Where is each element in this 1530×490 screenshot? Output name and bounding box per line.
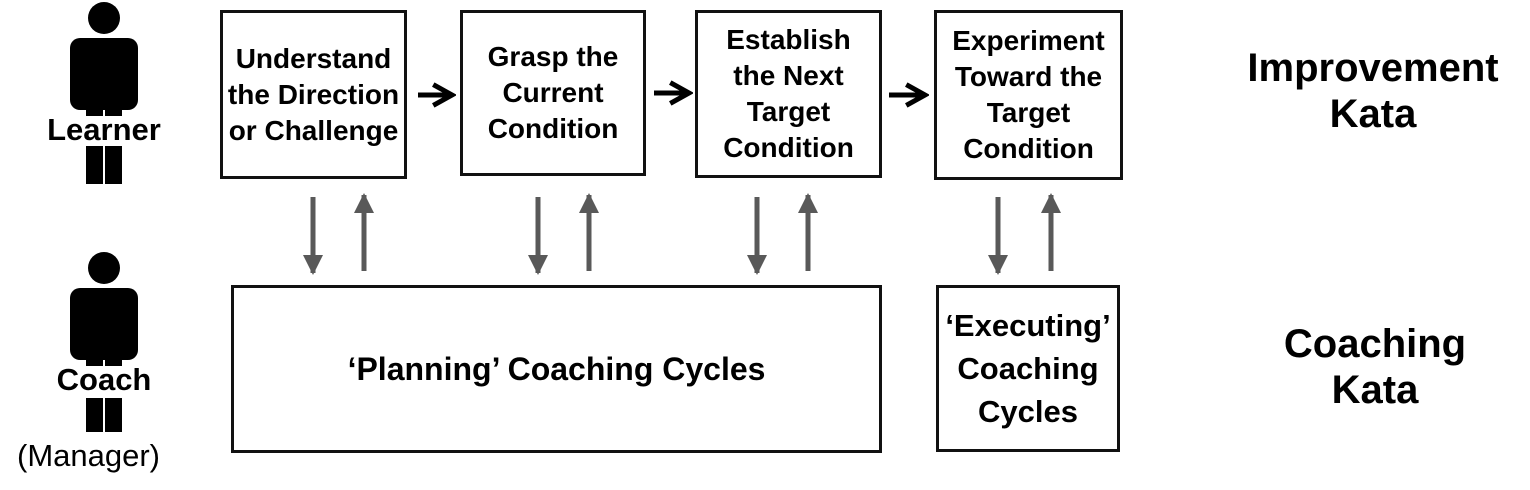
coaching-box-label: ‘Planning’ Coaching Cycles	[347, 351, 766, 387]
step-label: Understand the Direction or Challenge	[227, 42, 400, 146]
improvement-kata-label: Improvement Kata	[1247, 46, 1499, 136]
coach-label: Coach	[56, 362, 152, 397]
learner-person-icon	[70, 2, 138, 184]
executing-coaching-cycles-box: ‘Executing’ Coaching Cycles	[936, 285, 1120, 452]
coaching-box-label: ‘Executing’ Coaching Cycles	[945, 308, 1111, 429]
step-label: Establish the Next Target Condition	[723, 24, 854, 163]
step-label: Grasp the Current Condition	[487, 41, 619, 144]
coach-person-icon	[70, 252, 138, 432]
learner-label: Learner	[47, 112, 161, 147]
step-establish-next-target: Establish the Next Target Condition	[695, 10, 882, 178]
step-label: Experiment Toward the Target Condition	[952, 25, 1105, 164]
coaching-kata-label: Coaching Kata	[1283, 322, 1467, 412]
step-experiment-toward-target: Experiment Toward the Target Condition	[934, 10, 1123, 180]
planning-coaching-cycles-box: ‘Planning’ Coaching Cycles	[231, 285, 882, 453]
step-understand-direction: Understand the Direction or Challenge	[220, 10, 407, 179]
coach-sublabel: (Manager)	[17, 438, 160, 473]
step-grasp-current-condition: Grasp the Current Condition	[460, 10, 646, 176]
